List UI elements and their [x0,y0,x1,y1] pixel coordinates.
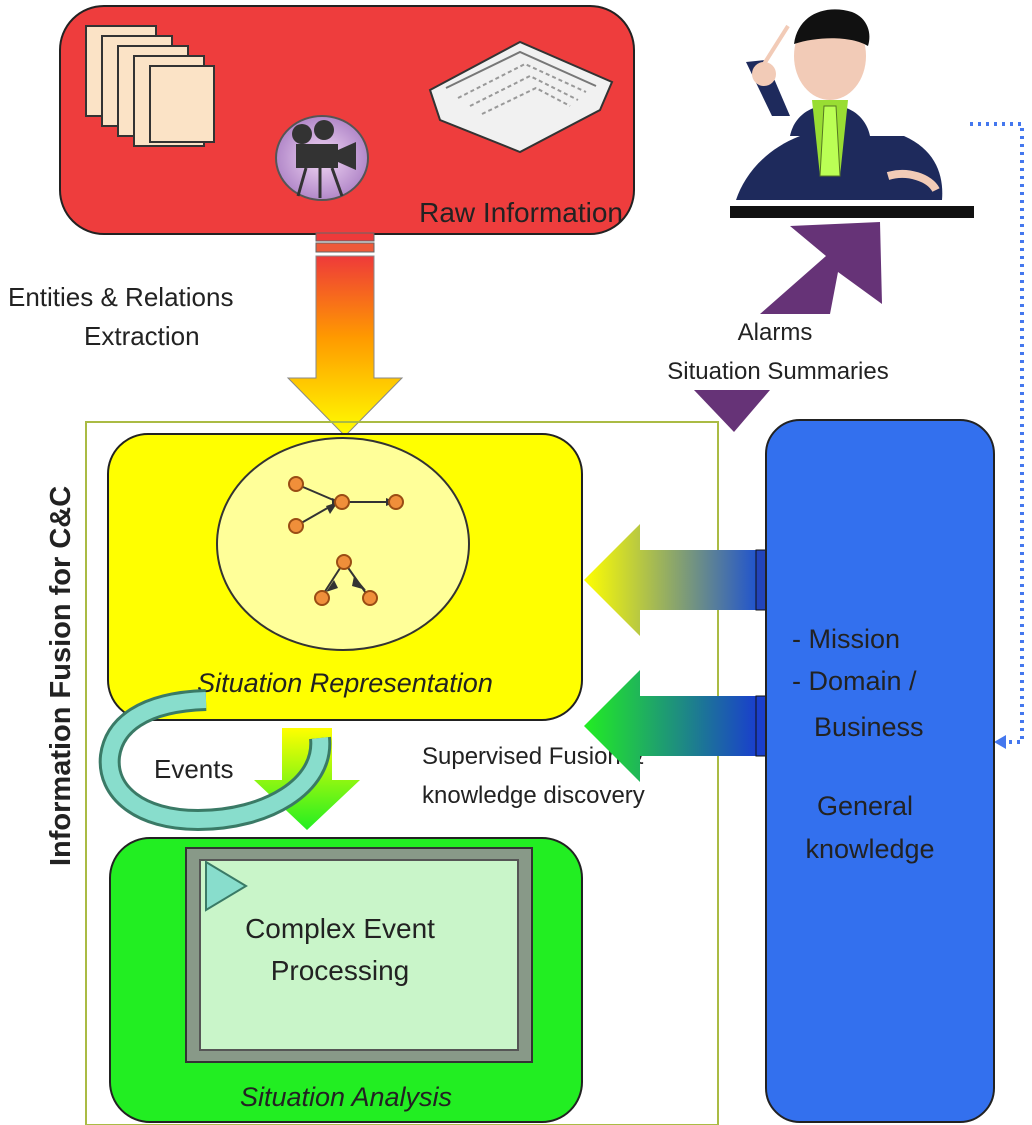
knowledge-domain: - Domain / [792,666,917,696]
cep-panel-inner [199,859,519,1051]
events-label: Events [154,754,234,784]
newspaper-icon [428,40,614,154]
alarm-arrow-down [694,390,770,432]
knowledge-to-representation-arrow [584,524,756,636]
knowledge-mission: - Mission [792,624,900,654]
situation-graph-area [216,437,470,651]
dotted-feedback-link [970,122,1024,744]
extraction-arrow [286,255,404,437]
situation-analysis-label: Situation Analysis [240,1082,452,1112]
decision-maker-icon [730,9,974,218]
graph-icon [295,483,394,597]
graph-node [288,476,404,606]
raw-information-label: Raw Information [419,197,623,228]
extraction-label-line1: Entities & Relations [8,282,233,312]
situation-representation-label: Situation Representation [197,668,493,698]
knowledge-general-line1: General [817,791,913,821]
knowledge-box [765,419,995,1123]
knowledge-business: Business [814,712,924,742]
alarms-label-line2: Situation Summaries [667,358,888,385]
knowledge-general-line2: knowledge [805,834,934,864]
document-stack-icon [85,25,215,147]
supervised-label-line2: knowledge discovery [422,782,645,809]
extraction-label-line2: Extraction [84,321,200,351]
cycle-arrow-icon [98,689,332,912]
fusion-frame [85,421,719,1125]
raw-connector [315,232,375,242]
alarm-arrow-up [760,222,882,314]
alarms-label-line1: Alarms [738,319,813,346]
cep-label-line1: Complex Event [245,913,435,944]
frame-vertical-title: Information Fusion for C&C [45,486,77,866]
knowledge-to-analysis-arrow [584,670,756,782]
film-camera-icon [275,115,369,201]
cep-label-line2: Processing [271,955,410,986]
